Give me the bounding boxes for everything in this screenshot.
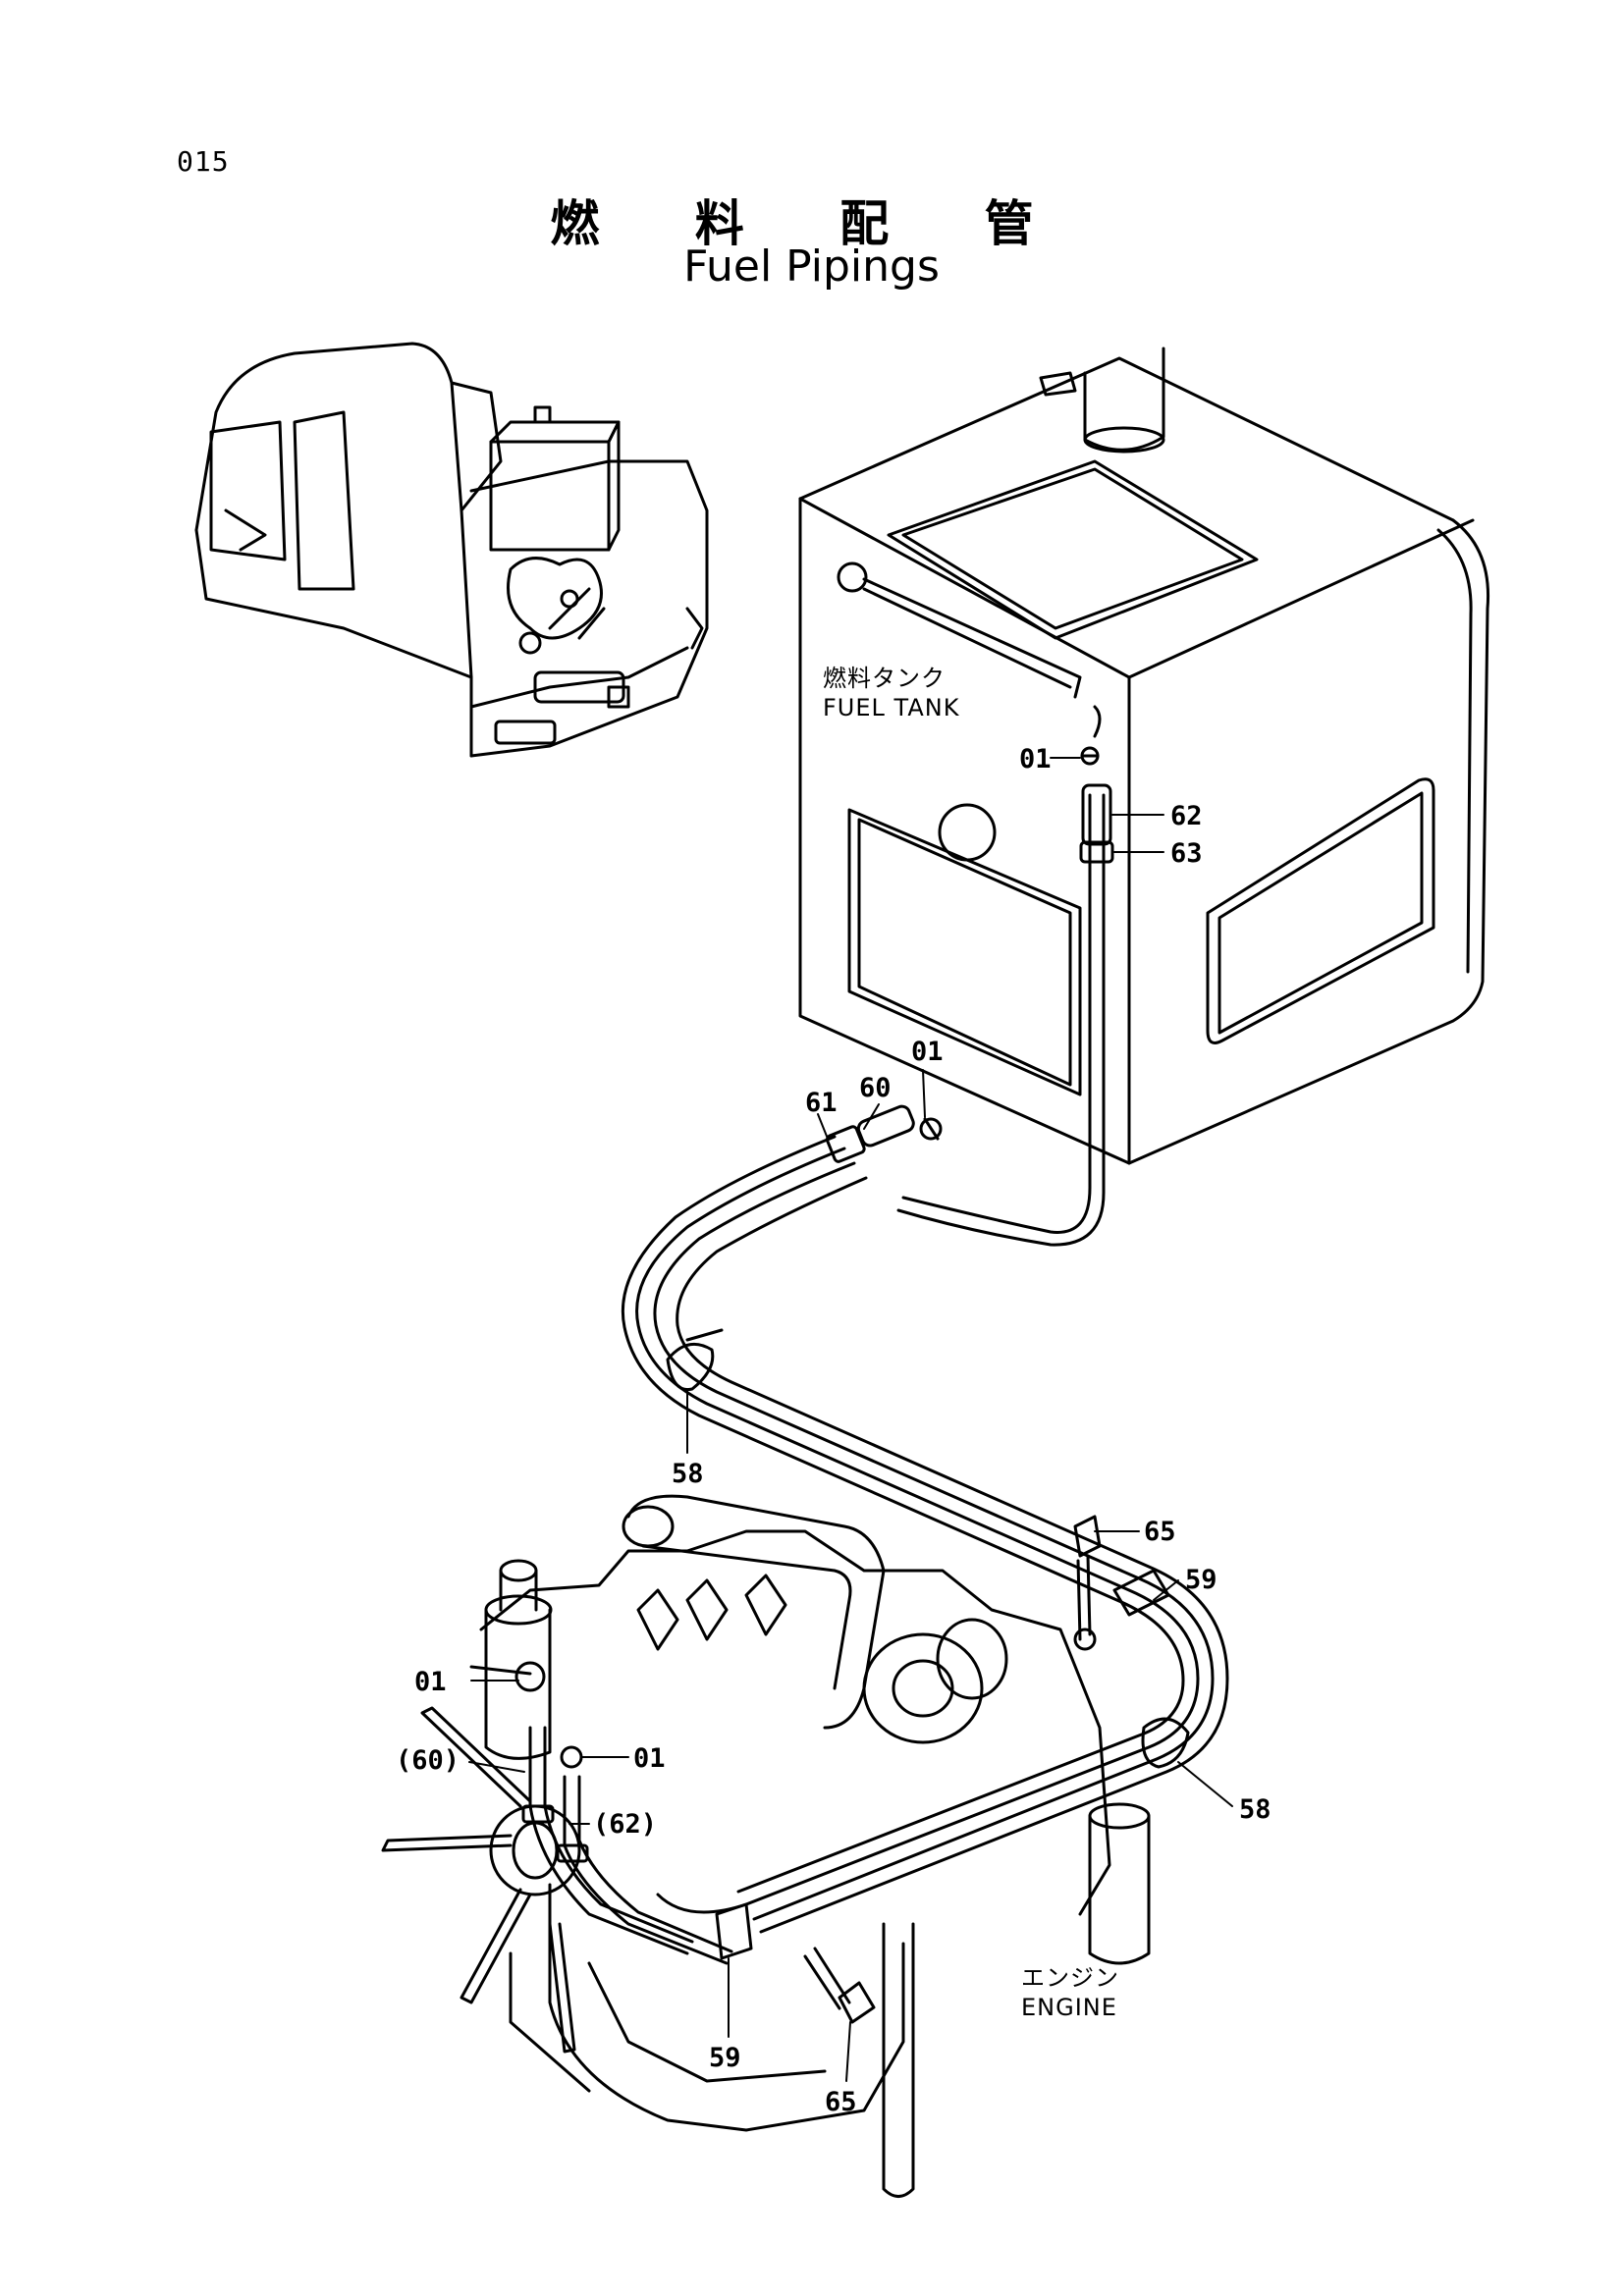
fuel-tank-label-en: FUEL TANK [823, 694, 960, 721]
callout-62-tank: 62 [1170, 801, 1203, 831]
fuel-tank-illustration [798, 347, 1490, 1165]
callout-01-tank-bottom: 01 [911, 1037, 944, 1067]
callout-59-right: 59 [1185, 1565, 1217, 1595]
page-number: 015 [177, 145, 230, 178]
callout-58-right: 58 [1239, 1794, 1271, 1825]
callout-58-left: 58 [672, 1459, 704, 1489]
excavator-overview-illustration [194, 342, 709, 758]
callout-65-bottom: 65 [825, 2087, 857, 2117]
fuel-tank-label-jp: 燃料タンク [823, 665, 946, 692]
callout-62-paren: (62) [593, 1809, 658, 1840]
fuel-hose-lines [621, 746, 1229, 2024]
callout-59-bottom: 59 [709, 2043, 741, 2073]
title-english: Fuel Pipings [683, 241, 940, 292]
callout-61: 61 [805, 1088, 838, 1118]
callout-01-engine-left: 01 [414, 1667, 447, 1697]
callout-60: 60 [859, 1073, 892, 1103]
title-japanese: 燃 料 配 管 [550, 195, 1073, 252]
callout-01-engine-mid: 01 [633, 1743, 666, 1774]
engine-label: エンジン ENGINE [1021, 1963, 1119, 2022]
callout-60-paren: (60) [396, 1745, 460, 1776]
engine-illustration [381, 1494, 1151, 2198]
engine-label-jp: エンジン [1021, 1964, 1119, 1992]
engine-label-en: ENGINE [1021, 1994, 1117, 2021]
callout-65-top: 65 [1144, 1517, 1176, 1547]
callout-63-tank: 63 [1170, 838, 1203, 869]
callout-01-tank-top: 01 [1019, 744, 1052, 774]
fuel-tank-label: 燃料タンク FUEL TANK [823, 664, 959, 722]
callout-leader-lines [468, 757, 1233, 2082]
